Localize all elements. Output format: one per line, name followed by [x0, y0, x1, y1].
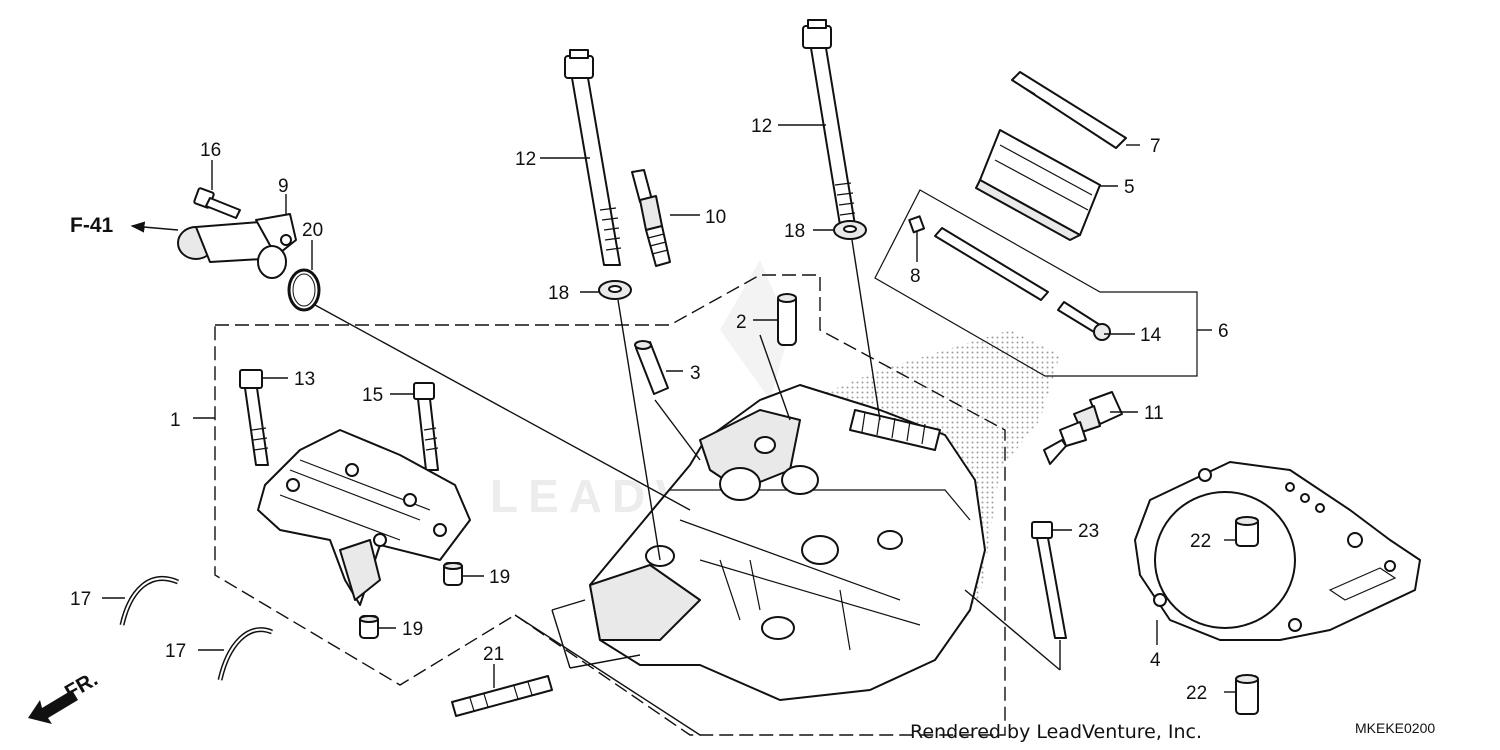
- callout-21: 21: [483, 644, 504, 665]
- callout-11: 11: [1144, 403, 1164, 424]
- callout-22-lower: 22: [1186, 683, 1207, 704]
- sealing-washer-left: [598, 280, 632, 300]
- callout-3: 3: [690, 363, 701, 384]
- spark-plug: [631, 169, 671, 267]
- dowel-19-upper: [443, 562, 463, 586]
- callout-10: 10: [705, 207, 726, 228]
- callout-13: 13: [294, 369, 315, 390]
- water-outlet-joint: [177, 213, 297, 279]
- cam-chain-guide-upper: [119, 576, 179, 626]
- callout-16: 16: [200, 140, 221, 161]
- callout-8: 8: [910, 266, 921, 287]
- diagram-code: MKEKE0200: [1355, 720, 1435, 736]
- front-direction-arrow: FR.: [28, 667, 102, 724]
- callout-7: 7: [1150, 136, 1161, 157]
- callout-19-upper: 19: [489, 567, 510, 588]
- callout-15: 15: [362, 385, 383, 406]
- dowel-pin-3: [634, 340, 669, 395]
- credit-text: Rendered by LeadVenture, Inc.: [910, 721, 1202, 743]
- o-ring-20: [287, 268, 321, 312]
- cam-chain-guide-lower: [217, 627, 273, 681]
- callout-12-left: 12: [515, 149, 536, 170]
- sealing-washer-right: [833, 220, 867, 240]
- callout-14: 14: [1140, 325, 1162, 346]
- callout-12-right: 12: [751, 116, 772, 137]
- callout-22-upper: 22: [1190, 531, 1211, 552]
- callout-labels: 1 2 3 4 5 6 7 8 9 10 11 12 12 13 14 15 1…: [70, 116, 1229, 704]
- bolt-23: [1031, 521, 1067, 639]
- guide-rod: [934, 227, 1049, 301]
- bolt-15: [413, 382, 439, 471]
- cylinder-head: [589, 384, 986, 701]
- cylinder-head-bolt-right: [802, 19, 856, 226]
- dowel-pin-2: [777, 293, 797, 346]
- callout-17-lower: 17: [165, 641, 186, 662]
- callout-5: 5: [1124, 177, 1135, 198]
- clip-8: [908, 215, 926, 234]
- group-outline-6: [874, 189, 1198, 377]
- tensioner-rod: [1011, 71, 1127, 149]
- callout-18-left: 18: [548, 283, 569, 304]
- callout-4: 4: [1150, 650, 1161, 671]
- bolt-13: [239, 369, 269, 466]
- reference-label-f41: F-41: [70, 214, 114, 237]
- callout-23: 23: [1078, 521, 1099, 542]
- callout-19-lower: 19: [402, 619, 423, 640]
- group-outline-1: [214, 274, 1006, 736]
- callout-6: 6: [1218, 321, 1229, 342]
- cylinder-head-bolt-left: [564, 49, 622, 266]
- watermark-logo: [720, 260, 790, 400]
- bolt-16: [193, 187, 241, 219]
- callout-1: 1: [170, 410, 181, 431]
- callout-2: 2: [736, 312, 747, 333]
- callout-17-upper: 17: [70, 589, 91, 610]
- leader-lines: [102, 124, 1236, 736]
- camshaft-holder: [257, 429, 471, 606]
- dowel-19-lower: [359, 615, 379, 639]
- dowel-22-upper: [1235, 516, 1259, 547]
- cylinder-head-gasket: [1134, 461, 1421, 641]
- callout-18-right: 18: [784, 221, 805, 242]
- tensioner-body: [975, 129, 1101, 241]
- dowel-22-lower: [1235, 674, 1259, 715]
- callout-9: 9: [278, 176, 289, 197]
- stud-bolt-21: [451, 675, 553, 717]
- bolt-14: [1057, 301, 1111, 341]
- temperature-sensor: [1043, 391, 1123, 465]
- callout-20: 20: [302, 220, 323, 241]
